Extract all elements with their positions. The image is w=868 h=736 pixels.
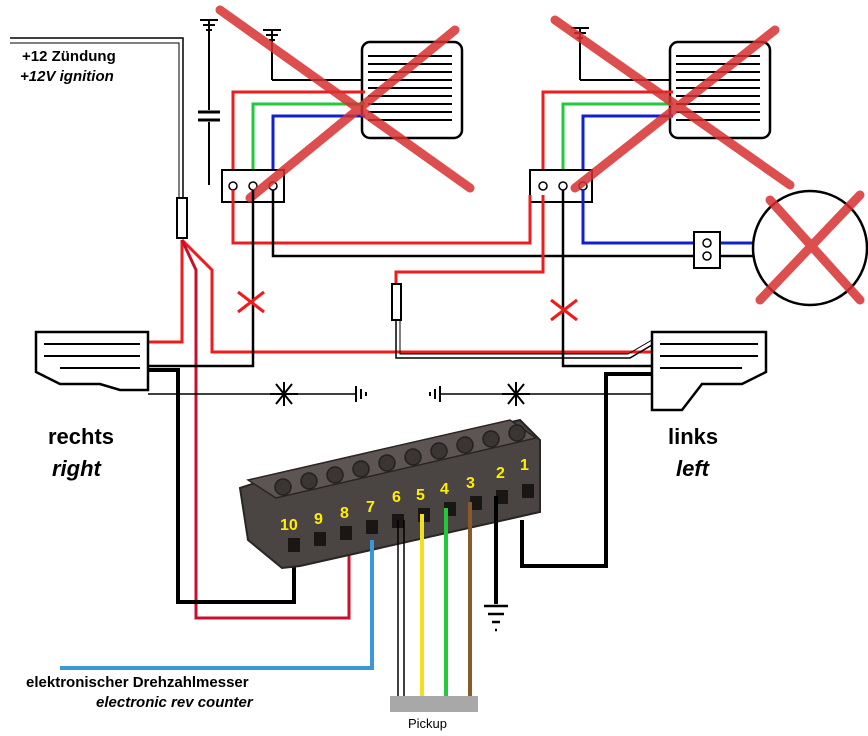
ground-symbol-mid-right — [429, 386, 441, 402]
right-label-de: rechts — [48, 424, 115, 449]
rev-counter-label-de: elektronischer Drehzahlmesser — [26, 674, 249, 691]
pin-label: 3 — [466, 475, 475, 492]
pin-label: 10 — [280, 517, 298, 534]
coil-module-right — [529, 15, 795, 203]
ground-symbol-top-2 — [263, 29, 281, 80]
cross-out-module-left — [215, 5, 475, 203]
fuse-holder — [176, 197, 188, 239]
cross-mark-right — [550, 298, 578, 322]
indicator-lamp-right-side — [34, 330, 150, 392]
pickup-plug — [390, 696, 478, 712]
control-unit-box — [360, 40, 464, 140]
cross-mark-left — [237, 290, 265, 314]
left-label-en: left — [676, 456, 709, 481]
bulb-symbol-right — [502, 382, 530, 406]
ground-symbol-bottom — [484, 604, 508, 632]
pin-label: 5 — [416, 487, 425, 504]
coil-module-left — [198, 5, 475, 203]
cross-out-module-right — [550, 15, 795, 193]
indicator-lamp-left-side — [650, 330, 768, 412]
ground-symbol-mid-left — [355, 386, 367, 402]
cross-out-gauge — [755, 190, 865, 305]
pin-label: 6 — [392, 489, 401, 506]
pin-label: 9 — [314, 511, 323, 528]
inline-connector — [391, 283, 402, 321]
right-label-en: right — [52, 456, 101, 481]
pin-label: 2 — [496, 465, 505, 482]
ignition-label-en: +12V ignition — [20, 68, 114, 85]
pin-label: 1 — [520, 457, 529, 474]
rev-counter-label-en: electronic rev counter — [96, 694, 253, 711]
pin-label: 8 — [340, 505, 349, 522]
pickup-label: Pickup — [408, 716, 448, 731]
ignition-label-de: +12 Zündung — [22, 48, 116, 65]
junction-box — [693, 231, 721, 269]
pin-label: 4 — [440, 481, 449, 498]
pin-label: 7 — [366, 499, 375, 516]
bulb-symbol-left — [270, 382, 298, 406]
ground-symbol-top-1 — [200, 19, 218, 40]
left-label-de: links — [668, 424, 719, 449]
